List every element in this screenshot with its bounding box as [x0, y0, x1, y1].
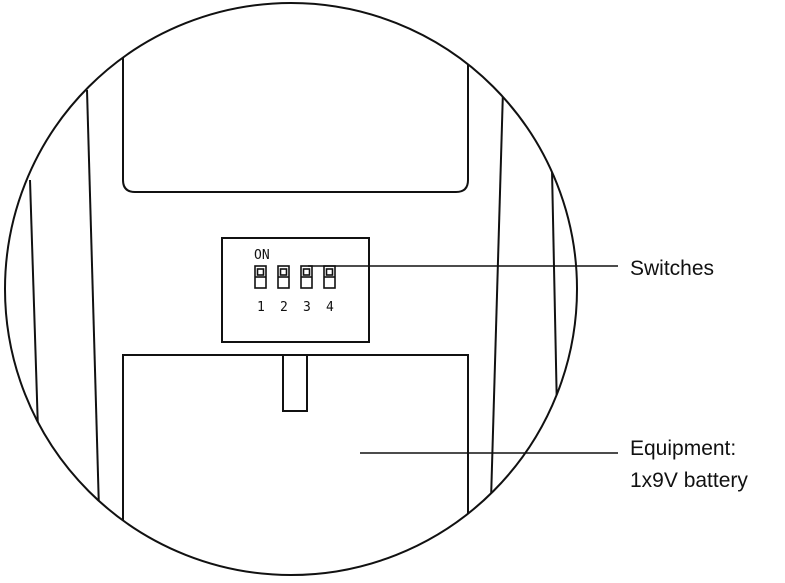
- battery-compartment: [122, 354, 469, 575]
- right-outer-rail: [551, 169, 558, 413]
- equipment-callout-label: Equipment:: [630, 437, 736, 460]
- dip-on-label: ON: [254, 248, 270, 263]
- dip-number-2: 2: [280, 300, 288, 315]
- left-inner-rail: [86, 89, 100, 511]
- dip-switch-panel: [221, 237, 370, 343]
- dip-switch-4-knob: [325, 268, 334, 276]
- dip-number-3: 3: [303, 300, 311, 315]
- left-outer-rail: [29, 179, 39, 431]
- dip-switch-4[interactable]: [323, 265, 336, 289]
- dip-switch-3-knob: [302, 268, 311, 276]
- dip-number-4: 4: [326, 300, 334, 315]
- switches-callout-label: Switches: [630, 257, 714, 280]
- magnifier-circle: [4, 2, 578, 576]
- device-body: [29, 3, 558, 575]
- upper-compartment: [122, 3, 469, 193]
- dip-switch-2[interactable]: [277, 265, 290, 289]
- dip-number-1: 1: [257, 300, 265, 315]
- dip-switch-1[interactable]: [254, 265, 267, 289]
- dip-switch-2-knob: [279, 268, 288, 276]
- right-inner-rail: [490, 89, 504, 501]
- battery-clip-tab: [282, 354, 308, 412]
- dip-switch-1-knob: [256, 268, 265, 276]
- battery-callout-label: 1x9V battery: [630, 469, 748, 492]
- dip-switch-3[interactable]: [300, 265, 313, 289]
